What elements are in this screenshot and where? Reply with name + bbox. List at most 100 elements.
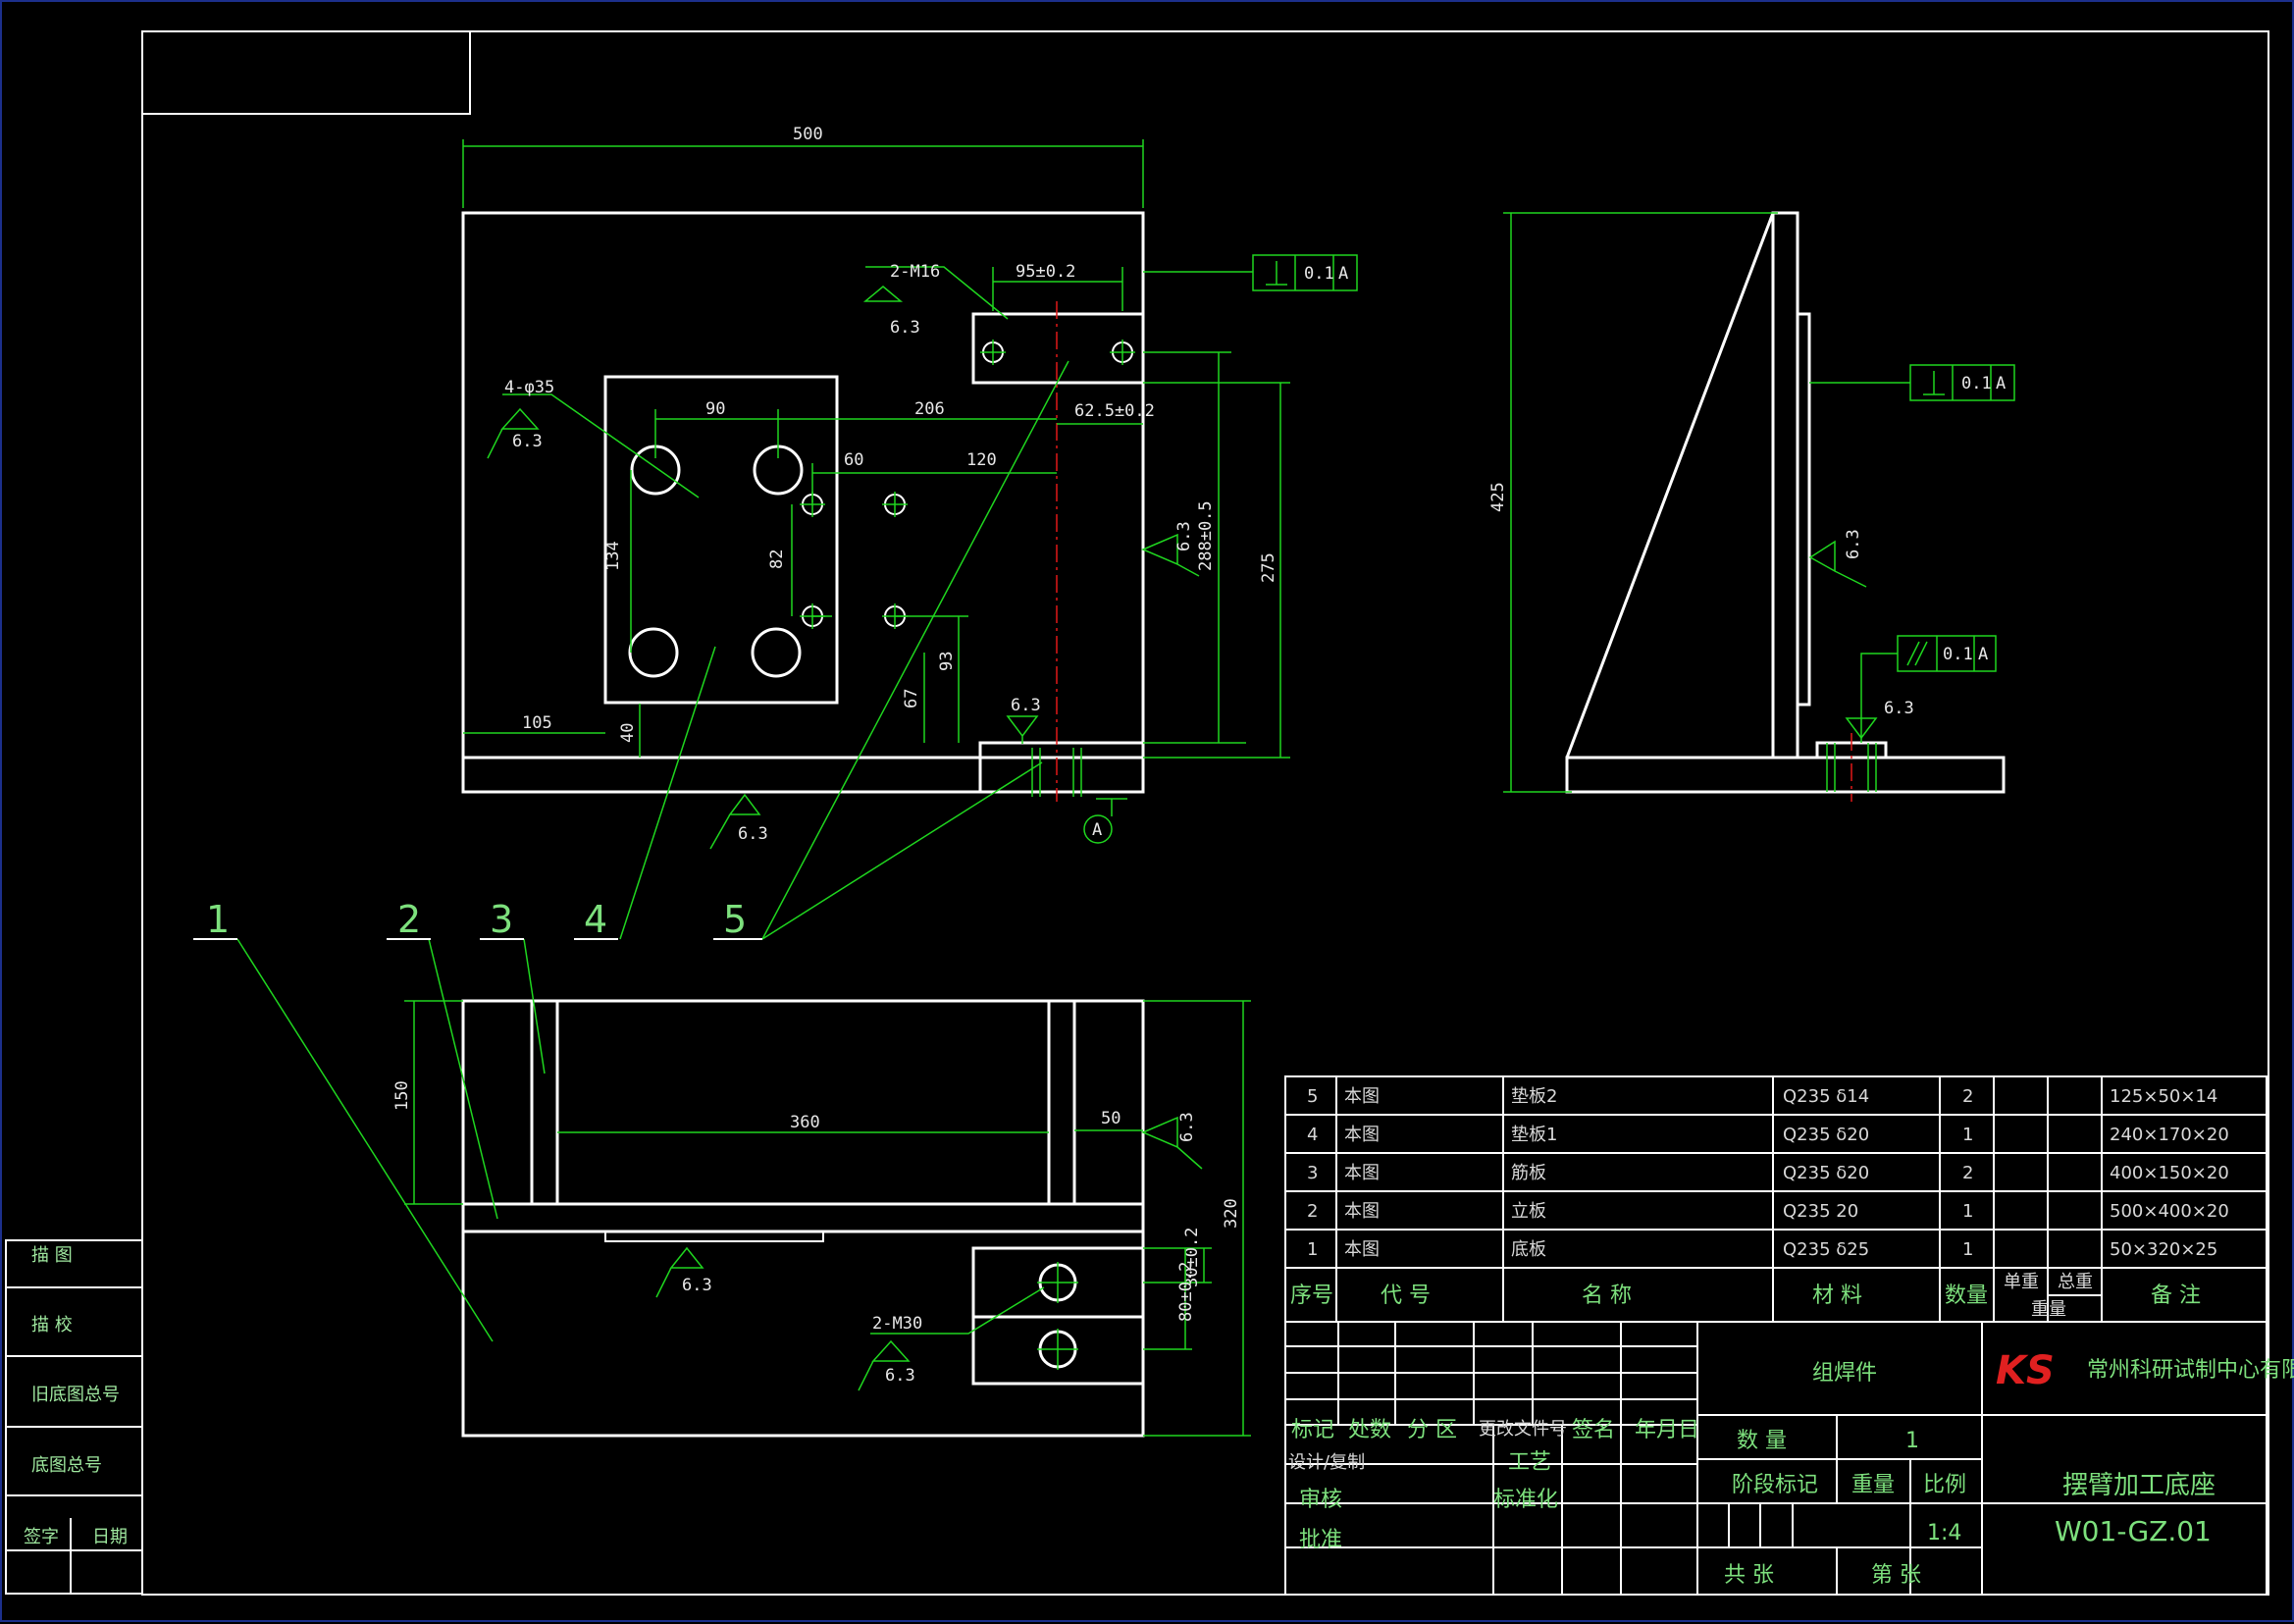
dim-288: 288±0.5 (1196, 500, 1216, 571)
rev-h-mark: 标记 (1291, 1418, 1334, 1442)
dim-425: 425 (1488, 482, 1508, 512)
side-date: 日期 (92, 1527, 128, 1547)
tol-side-perp-datum: A (1996, 374, 2006, 393)
rough-side-1: 6.3 (1884, 699, 1914, 718)
tol-side-par-value: 0.1 (1943, 645, 1973, 664)
company-logo: KS (1996, 1348, 2055, 1393)
front-view[interactable]: 500 95±0.2 2-M16 6.3 4-φ35 6.3 90 206 62… (461, 125, 1358, 940)
dim-40: 40 (618, 723, 638, 743)
bom-cell-qty: 2 (1962, 1086, 1973, 1107)
quantity-value: 1 (1905, 1429, 1919, 1453)
balloon-1: 1 (206, 898, 230, 941)
rev-h-zone: 分 区 (1407, 1418, 1457, 1442)
label-2-m16: 2-M16 (890, 262, 940, 282)
bom-h-no: 序号 (1290, 1283, 1333, 1308)
rev-h-sign: 签名 (1572, 1418, 1615, 1442)
dim-206: 206 (914, 399, 945, 419)
bom-cell-material: Q235 δ14 (1783, 1086, 1869, 1107)
side-row-draw: 描 图 (31, 1245, 73, 1266)
bom-cell-qty: 1 (1962, 1201, 1973, 1222)
bom-cell-no: 4 (1307, 1125, 1318, 1145)
bom-cell-material: Q235 20 (1783, 1201, 1858, 1222)
balloon-4: 4 (584, 898, 607, 941)
datum-a-front: A (1092, 820, 1102, 840)
dim-90: 90 (705, 399, 725, 419)
balloon-5: 5 (723, 898, 747, 941)
part-type: 组焊件 (1812, 1361, 1877, 1386)
rough-top-2: 6.3 (682, 1276, 712, 1295)
weight-label: 重量 (1851, 1473, 1895, 1497)
drawing-number: W01-GZ.01 (2055, 1515, 2212, 1547)
dim-500: 500 (793, 125, 823, 144)
bom-cell-name: 垫板2 (1511, 1086, 1557, 1107)
bom-cell-name: 立板 (1511, 1201, 1546, 1222)
bom-cell-remark: 500×400×20 (2110, 1201, 2229, 1222)
dim-134: 134 (603, 541, 623, 571)
bom-h-name: 名 称 (1582, 1283, 1632, 1308)
bom-cell-code: 本图 (1344, 1163, 1380, 1183)
role-standard: 标准化 (1493, 1488, 1558, 1512)
total-sheets: 共 张 (1724, 1563, 1774, 1588)
tol-front-value: 0.1 (1304, 264, 1334, 284)
dim-360: 360 (790, 1113, 820, 1132)
rough-side-2: 6.3 (1844, 529, 1863, 559)
dim-62-5: 62.5±0.2 (1074, 401, 1155, 421)
quantity-label: 数 量 (1737, 1429, 1787, 1453)
bom-h-material: 材 料 (1812, 1283, 1862, 1308)
bom-cell-code: 本图 (1344, 1086, 1380, 1107)
bom-cell-name: 垫板1 (1511, 1125, 1557, 1145)
bom-h-remark: 备 注 (2151, 1283, 2201, 1308)
bom-cell-material: Q235 δ20 (1783, 1163, 1869, 1183)
role-design: 设计/复制 (1288, 1452, 1365, 1473)
bom-cell-remark: 240×170×20 (2110, 1125, 2229, 1145)
sheet-number: 第 张 (1871, 1563, 1921, 1588)
label-4-phi35: 4-φ35 (504, 378, 554, 397)
title-block: 标记 处数 分 区 更改文件号 签名 年月日 设计/复制 工艺 审核 标准化 批… (1284, 1321, 2294, 1596)
dim-80: 80±0.2 (1176, 1262, 1196, 1322)
scale-value: 1:4 (1927, 1521, 1961, 1545)
tol-side-perp-value: 0.1 (1961, 374, 1992, 393)
top-view[interactable]: 150 360 50 320 30±0.2 80±0.2 2-M30 6.3 6… (236, 938, 1251, 1438)
bom-cell-qty: 1 (1962, 1125, 1973, 1145)
dim-93: 93 (937, 652, 957, 671)
dim-275: 275 (1259, 552, 1278, 583)
bom-cell-name: 筋板 (1511, 1163, 1546, 1183)
side-row-check: 描 校 (31, 1315, 73, 1336)
sheet-border (141, 30, 2269, 1596)
top-left-box (141, 30, 471, 115)
side-view[interactable]: 425 0.1 A 0.1 A 6.3 6.3 (1488, 211, 2015, 802)
bom-cell-material: Q235 δ20 (1783, 1125, 1869, 1145)
stage-label: 阶段标记 (1732, 1473, 1818, 1497)
bom-cell-code: 本图 (1344, 1201, 1380, 1222)
side-sign: 签字 (24, 1527, 59, 1547)
drawing-title: 摆臂加工底座 (2062, 1471, 2216, 1500)
label-2-m30: 2-M30 (872, 1314, 922, 1334)
balloon-3: 3 (490, 898, 513, 941)
role-approve: 批准 (1299, 1528, 1342, 1552)
bom-table (1284, 1075, 2268, 1323)
bom-cell-remark: 400×150×20 (2110, 1163, 2229, 1183)
rough-top-3: 6.3 (1177, 1112, 1197, 1142)
bom-cell-qty: 1 (1962, 1239, 1973, 1260)
dim-120: 120 (966, 450, 997, 470)
dim-60: 60 (844, 450, 863, 470)
bom-header: 序号 代 号 名 称 材 料 数量 单重 总重 重量 备 注 (1290, 1272, 2201, 1320)
rough-front-2: 6.3 (512, 432, 543, 451)
scale-label: 比例 (1923, 1473, 1966, 1497)
bom-cell-remark: 125×50×14 (2110, 1086, 2217, 1107)
rev-h-doc: 更改文件号 (1479, 1419, 1567, 1440)
rev-h-count: 处数 (1348, 1418, 1391, 1442)
dim-105: 105 (522, 713, 552, 733)
role-check: 审核 (1299, 1488, 1342, 1512)
rough-front-4: 6.3 (1011, 696, 1041, 715)
bom-cell-code: 本图 (1344, 1239, 1380, 1260)
bom-h-qty: 数量 (1945, 1283, 1988, 1308)
dim-150: 150 (392, 1080, 412, 1111)
bom-cell-qty: 2 (1962, 1163, 1973, 1183)
side-row-old-no: 旧底图总号 (31, 1385, 120, 1405)
dim-320: 320 (1222, 1198, 1241, 1229)
bom-h-code: 代 号 (1381, 1283, 1431, 1308)
rough-front-1: 6.3 (890, 318, 920, 338)
